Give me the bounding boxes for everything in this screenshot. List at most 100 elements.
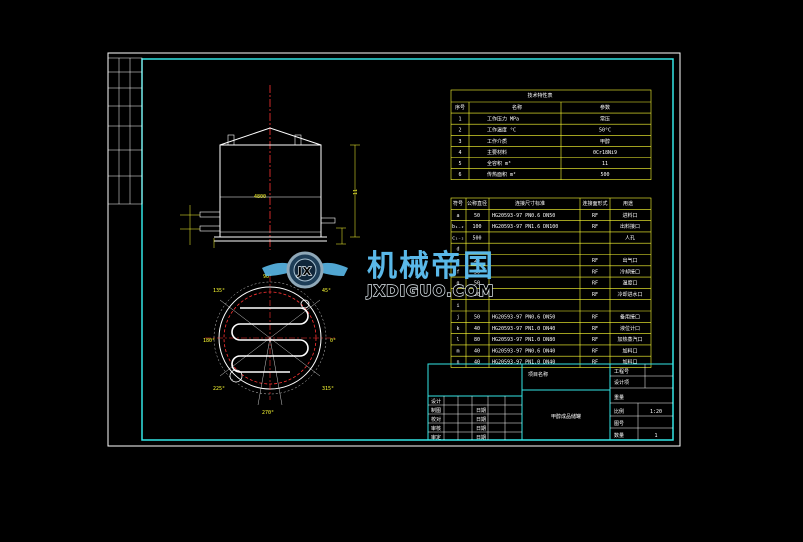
nozzle-cell: HG20593-97 PN1.0 DN40 — [492, 360, 555, 366]
title-block-label: 日期 — [476, 426, 486, 432]
nozzle-cell: g — [456, 281, 459, 287]
title-block-value: 1 — [654, 433, 657, 439]
nozzle-cell: 50 — [474, 269, 480, 275]
title-block-label: 审定 — [431, 434, 441, 441]
title-block-label: 设计 — [431, 398, 441, 405]
angle-label: 135° — [213, 288, 225, 294]
nozzle-cell: HG20593-97 PN0.6 DN50 — [492, 315, 555, 321]
tech-table-title: 技术特性表 — [527, 92, 552, 99]
tech-header: 序号 — [455, 104, 465, 111]
nozzle-cell: 100 — [472, 224, 481, 230]
tech-cell: 全容积 m³ — [487, 160, 511, 167]
dim-side-text: 11 — [353, 189, 359, 195]
nozzle-cell: k — [456, 326, 459, 332]
nozzle-cell: 加热蒸汽口 — [617, 336, 642, 343]
nozzle-cell: HG20593-97 PN1.0 DN40 — [492, 326, 555, 332]
tech-cell: 4 — [458, 150, 461, 156]
angle-label: 0° — [330, 338, 336, 344]
nozzle-cell: RF — [592, 348, 598, 354]
nozzle-cell: 加料口 — [622, 347, 637, 354]
title-block-label: 制图 — [431, 407, 441, 414]
angle-label: 180° — [203, 338, 215, 344]
vessel-elevation-view: 4800 11 — [180, 85, 360, 250]
dim-height-text: 4800 — [254, 194, 266, 200]
left-margin-grid — [107, 57, 143, 205]
tech-cell: 1 — [458, 117, 461, 123]
nozzle-cell: 40 — [474, 348, 480, 354]
nozzle-cell: e — [456, 258, 459, 264]
nozzle-cell: HG20593-97 PN1.0 DN80 — [492, 337, 555, 343]
nozzle-cell: RF — [592, 213, 598, 219]
nozzle-cell: b₁₋₂ — [452, 224, 464, 230]
angle-label: 315° — [322, 386, 334, 392]
tech-cell: 6 — [458, 172, 461, 178]
nozzle-cell: RF — [592, 258, 598, 264]
nozzle-cell: RF — [592, 292, 598, 298]
title-block-label: 审核 — [431, 425, 441, 432]
tech-cell: 主要材料 — [487, 149, 507, 156]
watermark-logo: JX — [262, 251, 348, 289]
watermark-logo-text: JX — [297, 265, 313, 278]
nozzle-cell: c₁₋₂ — [452, 235, 464, 241]
title-block-label: 日期 — [476, 408, 486, 414]
nozzle-cell: HG20593-97 PN1.6 DN100 — [492, 224, 558, 230]
nozzle-header: 连接面形式 — [582, 200, 607, 207]
nozzle-cell: 冷却进水口 — [617, 291, 642, 298]
project-label: 项目名称 — [528, 371, 548, 378]
nozzle-cell: 出气口 — [622, 257, 637, 264]
tech-cell: 甲醇 — [600, 138, 610, 145]
watermark-cn-text: 机械帝国 — [367, 249, 495, 284]
nozzle-cell: RF — [592, 315, 598, 321]
nozzle-cell: 40 — [474, 326, 480, 332]
tech-cell: 11 — [602, 161, 608, 167]
angle-label: 270° — [262, 410, 274, 416]
nozzle-cell: j — [456, 315, 459, 321]
nozzle-cell: 出料接口 — [620, 223, 640, 230]
title-block-label: 数量 — [614, 432, 624, 439]
outer-frame — [107, 52, 681, 447]
nozzle-cell: 500 — [472, 235, 481, 241]
nozzle-cell: f — [456, 269, 459, 275]
nozzle-cell: 50 — [474, 315, 480, 321]
nozzle-header: 符号 — [453, 200, 463, 207]
nozzle-cell: 加料口 — [622, 359, 637, 366]
tech-cell: 2 — [458, 128, 461, 134]
title-block-label: 日期 — [476, 435, 486, 441]
nozzle-cell: i — [456, 303, 459, 309]
tech-cell: 工作压力 MPa — [487, 116, 519, 123]
tech-cell: 0Cr18Ni9 — [593, 150, 617, 156]
nozzle-cell: 80 — [474, 337, 480, 343]
nozzle-cell: HG20593-97 PN0.6 DN50 — [492, 213, 555, 219]
tech-header: 名称 — [512, 104, 522, 111]
nozzle-header: 公称直径 — [467, 200, 487, 207]
tech-cell: 传热面积 m² — [487, 171, 516, 178]
nozzle-cell: d — [456, 247, 459, 253]
nozzle-cell: RF — [592, 337, 598, 343]
nozzle-cell: RF — [592, 281, 598, 287]
nozzle-cell: l — [456, 337, 459, 343]
nozzle-cell: 备用接口 — [620, 314, 640, 321]
nozzle-cell: 液位计口 — [620, 325, 640, 332]
nozzle-cell: 冷却接口 — [620, 268, 640, 275]
vessel-plan-view: 180° 135° 90° 45° 0° 225° 270° 315° — [203, 274, 336, 416]
nozzle-cell: n — [456, 360, 459, 366]
drawing-title: 甲醇成品储罐 — [551, 413, 581, 420]
title-block-label: 重量 — [614, 394, 624, 401]
nozzle-cell: a — [456, 213, 459, 219]
nozzle-cell: h — [456, 292, 459, 298]
nozzle-cell: 进料口 — [622, 212, 637, 219]
tech-cell: 50°C — [599, 128, 611, 134]
tech-cell: 工作温度 °C — [487, 127, 516, 134]
title-block-label: 比例 — [614, 408, 624, 415]
nozzle-cell: 40 — [474, 360, 480, 366]
inner-frame — [141, 58, 674, 441]
title-block-label: 图号 — [614, 421, 624, 427]
tech-cell: 常压 — [600, 116, 610, 123]
title-block-label: 工程号 — [614, 368, 629, 375]
nozzle-cell: RF — [592, 224, 598, 230]
title-block-value: 1:20 — [650, 409, 662, 415]
